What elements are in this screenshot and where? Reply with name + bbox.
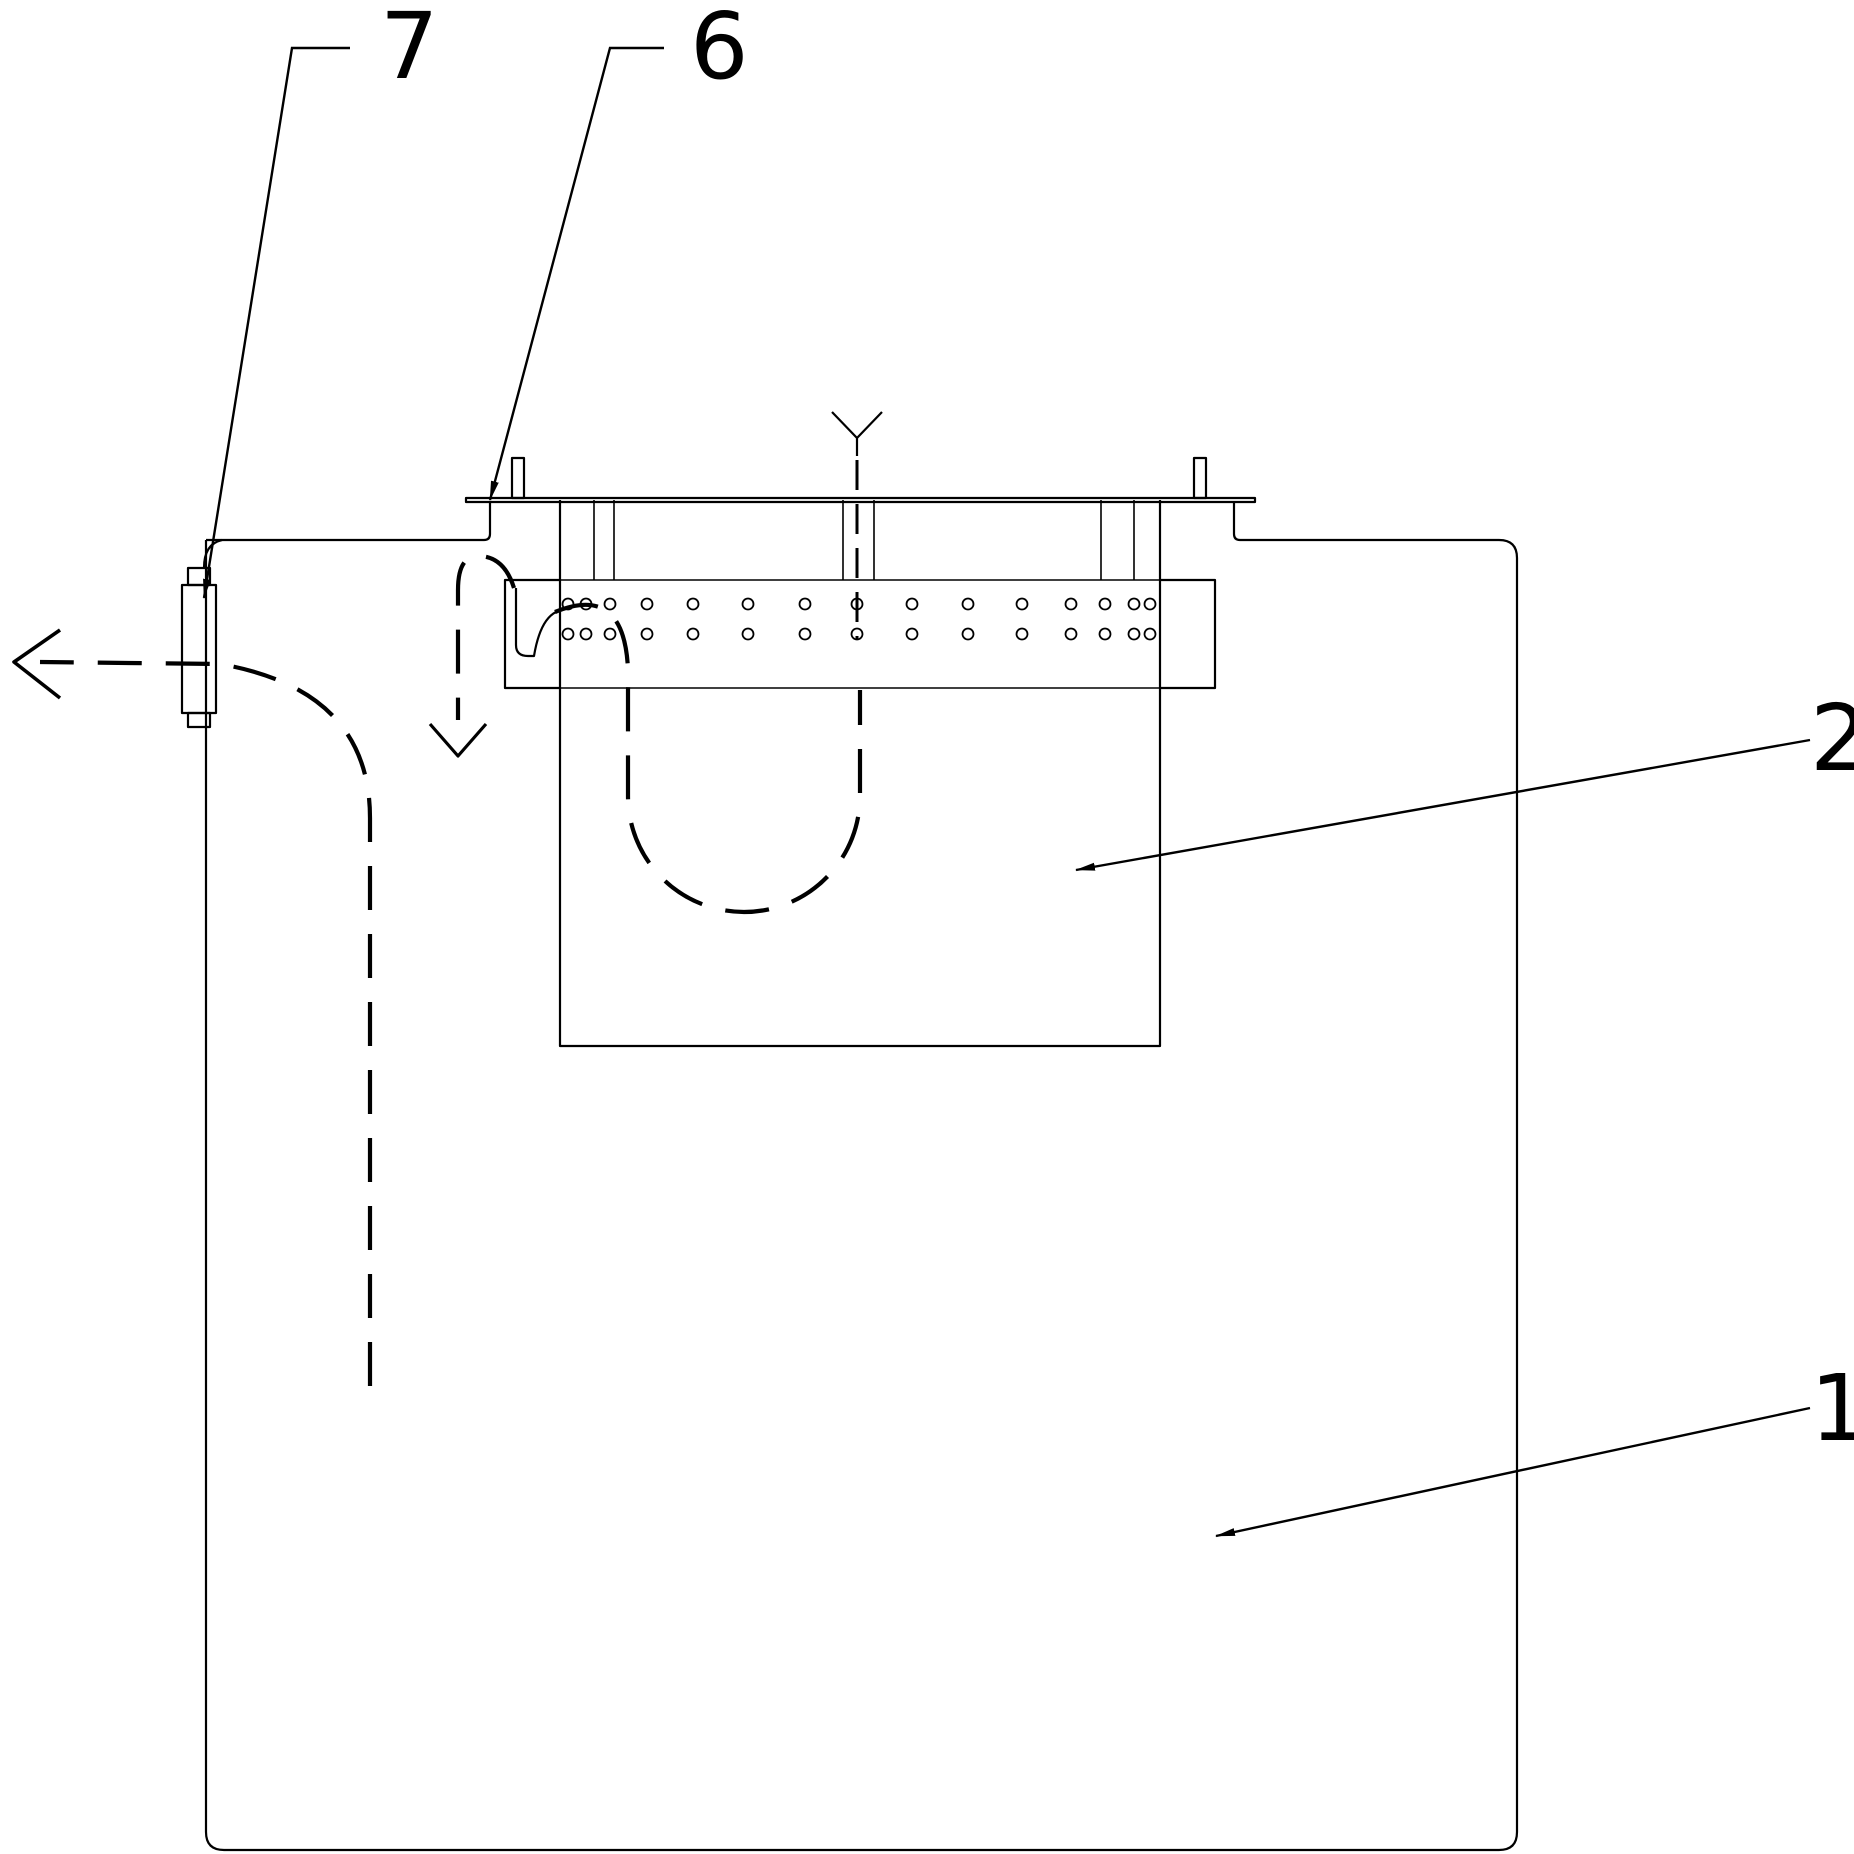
label-2: 2 — [1810, 685, 1854, 792]
perforation-hole — [905, 597, 919, 611]
perforation-hole — [1127, 597, 1141, 611]
inlet-down-arrow-icon — [428, 722, 488, 758]
perforation-hole — [603, 597, 617, 611]
basket-ledge-left — [503, 578, 560, 690]
perforation-hole — [798, 597, 812, 611]
inlet-hook-path — [455, 553, 517, 720]
perforation-holes — [561, 597, 1157, 641]
inner-pipe-hook — [514, 588, 557, 658]
flange-tab-right — [1192, 456, 1208, 500]
perforation-hole — [1098, 627, 1112, 641]
perforation-hole — [1127, 627, 1141, 641]
leader-2 — [1075, 738, 1811, 872]
housing-top-left — [206, 502, 492, 542]
perforation-hole — [741, 597, 755, 611]
outer-housing — [204, 502, 1519, 1852]
perforation-hole — [561, 627, 575, 641]
leader-1 — [1215, 1406, 1811, 1538]
perforation-hole — [686, 627, 700, 641]
perforation-hole — [798, 627, 812, 641]
perforation-hole — [1015, 627, 1029, 641]
perforation-hole — [686, 597, 700, 611]
perforation-hole — [640, 597, 654, 611]
top-flange — [464, 496, 1257, 504]
outlet-fitting — [180, 538, 223, 729]
upper-dividers — [593, 500, 1135, 580]
perforation-hole — [1064, 627, 1078, 641]
outlet-left-arrow-icon — [12, 628, 62, 700]
label-7: 7 — [380, 0, 439, 100]
perforation-hole — [961, 627, 975, 641]
inner-basket — [558, 500, 1162, 1048]
leader-7 — [202, 46, 350, 599]
perforation-hole — [579, 627, 593, 641]
flange-tab-left — [510, 456, 526, 500]
perforation-hole — [1015, 597, 1029, 611]
outlet-flow-path — [39, 659, 373, 1386]
perforation-hole — [961, 597, 975, 611]
perforation-hole — [1098, 597, 1112, 611]
perforation-hole — [1143, 627, 1157, 641]
label-6: 6 — [690, 0, 749, 100]
perforation-hole — [741, 627, 755, 641]
leader-6 — [488, 46, 664, 501]
label-1: 1 — [1810, 1355, 1854, 1462]
basket-ledge-right — [1160, 578, 1217, 690]
perforation-hole — [1143, 597, 1157, 611]
perforation-hole — [640, 627, 654, 641]
u-flow-path — [554, 602, 863, 915]
perforation-hole — [1064, 597, 1078, 611]
vent-y-top — [831, 411, 883, 456]
perforation-hole — [905, 627, 919, 641]
perforation-hole — [603, 627, 617, 641]
